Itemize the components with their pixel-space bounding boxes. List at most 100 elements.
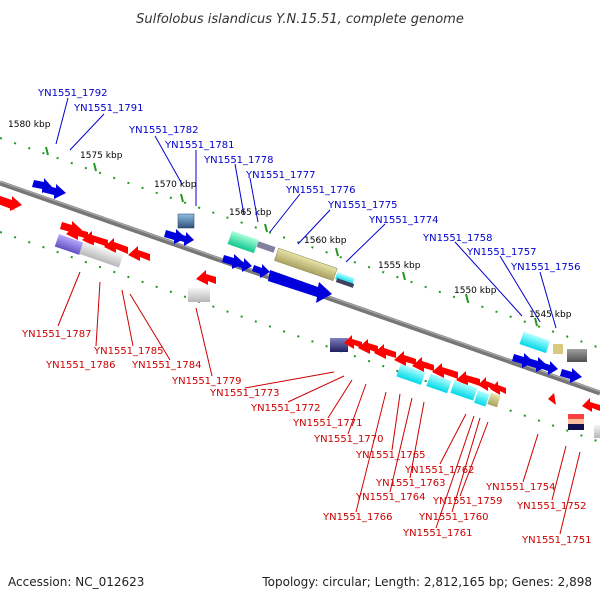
kbp-label-1570: 1570 kbp [154, 180, 197, 190]
gene-label-1759[interactable]: YN1551_1759 [432, 496, 503, 507]
accession-text: Accession: NC_012623 [8, 575, 144, 589]
reverse-gene-box[interactable] [568, 414, 584, 419]
reverse-genes [0, 196, 600, 438]
gene-label-1787[interactable]: YN1551_1787 [21, 329, 92, 340]
reverse-gene-arrow[interactable] [490, 381, 506, 395]
gene-label-1761[interactable]: YN1551_1761 [402, 528, 473, 539]
gene-label-1772[interactable]: YN1551_1772 [250, 403, 321, 414]
reverse-gene-arrow[interactable] [456, 371, 480, 386]
reverse-gene-box[interactable] [568, 419, 584, 424]
gene-label-1754[interactable]: YN1551_1754 [485, 482, 556, 493]
reverse-gene-arrow[interactable] [196, 270, 216, 285]
gene-label-1777[interactable]: YN1551_1777 [245, 170, 316, 181]
forward-leader-lines [55, 97, 557, 329]
gene-label-1784[interactable]: YN1551_1784 [131, 360, 202, 371]
forward-gene-arrow[interactable] [178, 232, 194, 246]
reverse-gene-box[interactable] [188, 288, 210, 302]
gene-label-1785[interactable]: YN1551_1785 [93, 346, 164, 357]
gene-label-1775[interactable]: YN1551_1775 [327, 200, 398, 211]
gene-label-1782[interactable]: YN1551_1782 [128, 125, 199, 136]
major-ticks [45, 146, 538, 327]
forward-gene-box[interactable] [335, 278, 355, 288]
forward-gene-arrow[interactable] [42, 184, 66, 199]
reverse-gene-arrow[interactable] [128, 246, 150, 261]
kbp-label-1575: 1575 kbp [80, 151, 123, 161]
forward-gene-box[interactable] [274, 247, 338, 282]
reverse-gene-labels: YN1551_1787 YN1551_1785 YN1551_1786 YN15… [21, 329, 592, 546]
kbp-label-1565: 1565 kbp [229, 208, 272, 218]
reverse-gene-arrow[interactable] [374, 344, 396, 359]
gene-label-1792[interactable]: YN1551_1792 [37, 88, 108, 99]
forward-gene-arrow[interactable] [236, 258, 252, 272]
reverse-gene-arrow[interactable] [394, 351, 416, 366]
forward-gene-box[interactable] [177, 213, 195, 229]
forward-gene-labels: YN1551_1792 YN1551_1791 YN1551_1782 YN15… [37, 88, 581, 273]
reverse-gene-arrow[interactable] [478, 377, 494, 391]
reverse-gene-box[interactable] [450, 380, 478, 401]
reverse-leader-lines [57, 271, 581, 535]
forward-gene-arrow[interactable] [252, 264, 270, 278]
reverse-gene-arrow[interactable] [0, 200, 16, 214]
gene-label-1756[interactable]: YN1551_1756 [510, 262, 581, 273]
forward-gene-arrow[interactable] [268, 270, 332, 303]
reverse-gene-arrow[interactable] [432, 363, 458, 379]
gene-label-1786[interactable]: YN1551_1786 [45, 360, 116, 371]
gene-label-1763[interactable]: YN1551_1763 [375, 478, 446, 489]
gene-label-1773[interactable]: YN1551_1773 [209, 388, 280, 399]
reverse-gene-box[interactable] [79, 241, 124, 268]
forward-gene-box[interactable] [227, 230, 259, 254]
gene-label-1766[interactable]: YN1551_1766 [322, 512, 393, 523]
gene-label-1778[interactable]: YN1551_1778 [203, 155, 274, 166]
reverse-gene-arrow[interactable] [82, 231, 108, 247]
kbp-label-1555: 1555 kbp [378, 261, 421, 271]
gene-label-1757[interactable]: YN1551_1757 [466, 247, 537, 258]
gene-label-1781[interactable]: YN1551_1781 [164, 140, 235, 151]
gene-label-1774[interactable]: YN1551_1774 [368, 215, 439, 226]
reverse-gene-box[interactable] [568, 424, 584, 430]
forward-gene-arrow[interactable] [560, 368, 582, 383]
reverse-gene-box[interactable] [54, 234, 84, 255]
gene-label-1752[interactable]: YN1551_1752 [516, 501, 587, 512]
reverse-gene-box[interactable] [396, 364, 426, 385]
reverse-gene-box[interactable] [426, 373, 452, 394]
gene-label-1770[interactable]: YN1551_1770 [313, 434, 384, 445]
reverse-gene-box[interactable] [594, 425, 600, 438]
forward-gene-box[interactable] [519, 331, 551, 354]
gene-label-1751[interactable]: YN1551_1751 [521, 535, 592, 546]
outer-tick-track [0, 137, 600, 349]
gene-label-1791[interactable]: YN1551_1791 [73, 103, 144, 114]
kbp-label-1560: 1560 kbp [304, 236, 347, 246]
forward-gene-box[interactable] [256, 241, 276, 253]
reverse-gene-box[interactable] [487, 392, 501, 408]
genome-summary-text: Topology: circular; Length: 2,812,165 bp… [261, 575, 592, 589]
reverse-gene-arrow[interactable] [582, 398, 600, 412]
forward-gene-box[interactable] [553, 344, 563, 354]
reverse-gene-arrow[interactable] [66, 225, 88, 240]
gene-label-1758[interactable]: YN1551_1758 [422, 233, 493, 244]
reverse-gene-arrow[interactable] [548, 393, 556, 405]
forward-gene-arrow[interactable] [542, 361, 558, 375]
reverse-gene-arrow[interactable] [104, 238, 128, 254]
gene-label-1776[interactable]: YN1551_1776 [285, 185, 356, 196]
gene-label-1765[interactable]: YN1551_1765 [355, 450, 426, 461]
gene-label-1771[interactable]: YN1551_1771 [292, 418, 363, 429]
kbp-label-1580: 1580 kbp [8, 120, 51, 130]
gene-label-1779[interactable]: YN1551_1779 [171, 376, 242, 387]
gene-label-1764[interactable]: YN1551_1764 [355, 492, 426, 503]
reverse-gene-box[interactable] [474, 390, 490, 407]
inner-tick-track [0, 231, 600, 443]
forward-gene-box[interactable] [567, 349, 587, 362]
map-title: Sulfolobus islandicus Y.N.15.51, complet… [136, 12, 464, 27]
reverse-gene-arrow[interactable] [344, 335, 362, 349]
kbp-label-1545: 1545 kbp [529, 310, 572, 320]
reverse-gene-arrow[interactable] [412, 357, 434, 372]
reverse-gene-arrow[interactable] [358, 339, 378, 354]
forward-genes [32, 178, 587, 383]
gene-label-1760[interactable]: YN1551_1760 [418, 512, 489, 523]
forward-gene-box[interactable] [335, 272, 355, 285]
gene-label-1762[interactable]: YN1551_1762 [404, 465, 475, 476]
kbp-label-1550: 1550 kbp [454, 286, 497, 296]
reverse-gene-box[interactable] [330, 338, 348, 352]
